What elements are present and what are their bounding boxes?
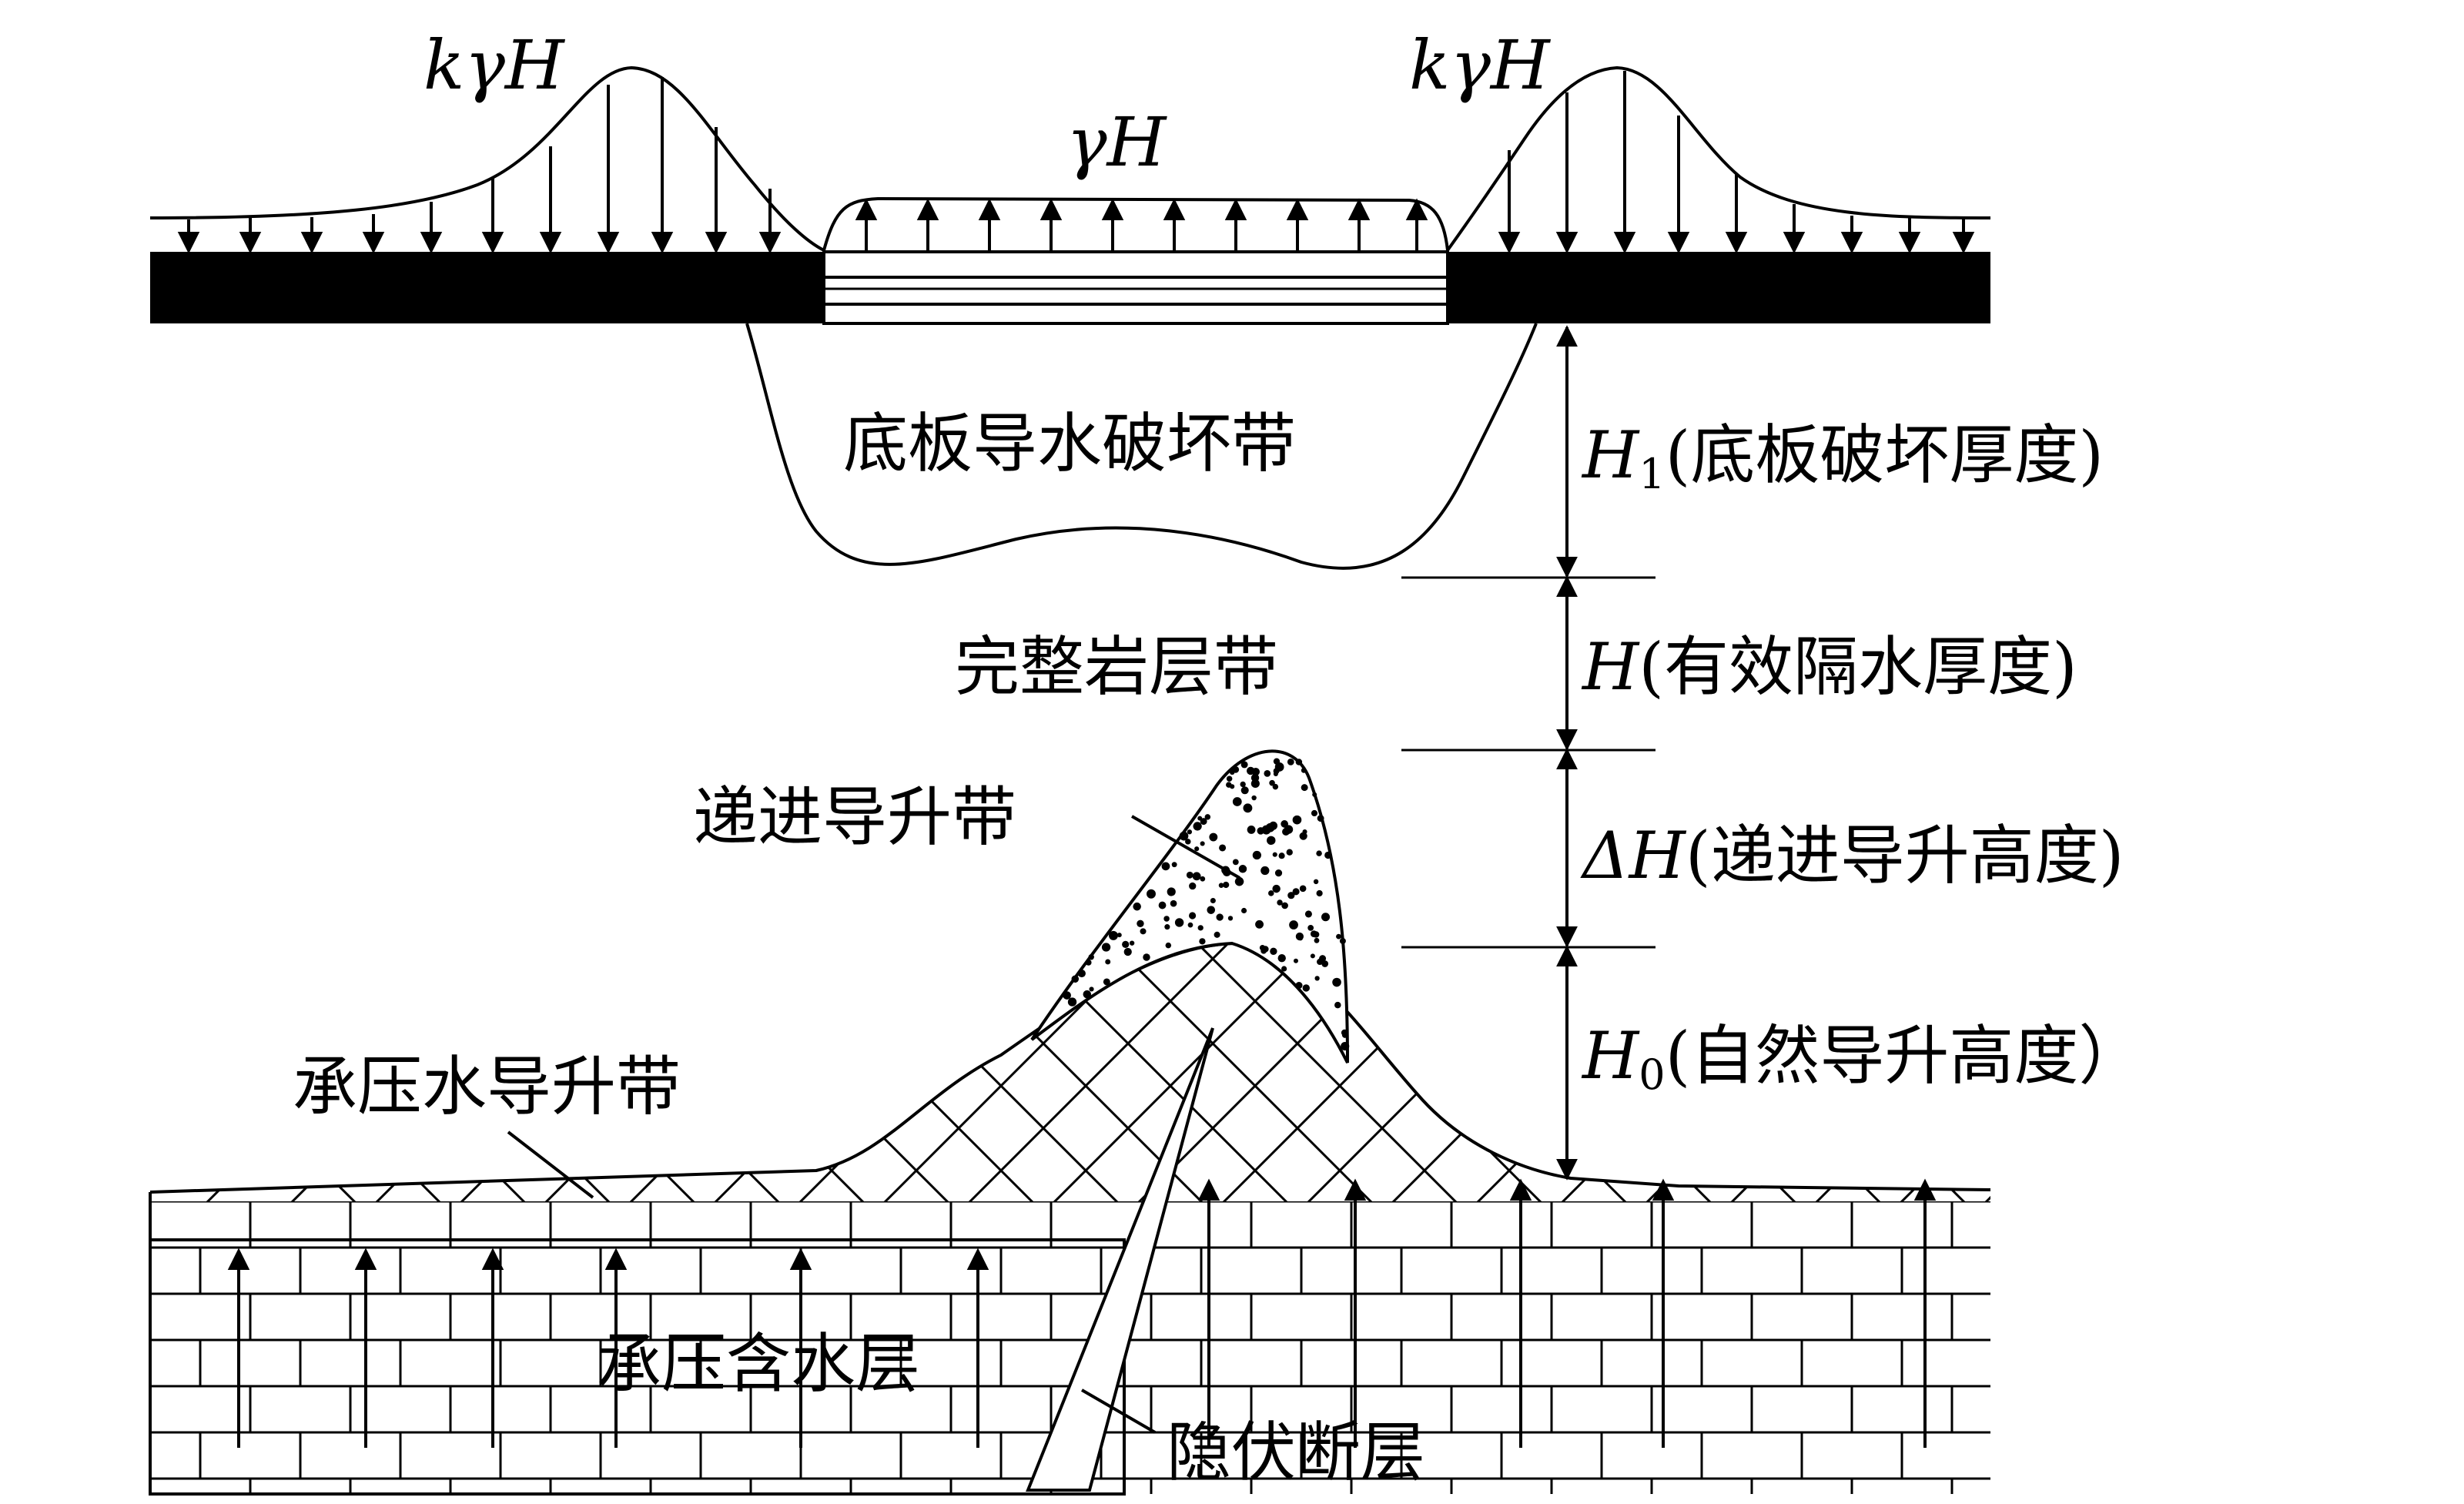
floor-failure-zone-boundary	[745, 323, 1538, 570]
floor-failure-zone-label: 底板导水破坏带	[843, 406, 1296, 481]
aquifer-upward-arrows	[227, 1178, 1937, 1448]
abutment-pressure-curves	[149, 65, 1991, 252]
right-peak-load-label: kγH	[1409, 25, 1552, 105]
load-arrows	[177, 71, 1975, 254]
progressive-rise-zone-label: 递进导升带	[693, 779, 1016, 855]
confined-rise-band	[149, 941, 1991, 1494]
center-load-label: γH	[1066, 102, 1168, 182]
h0-dimension-label: H0(自然导升高度）	[1581, 1018, 2143, 1099]
hidden-fault	[1026, 1027, 1214, 1492]
hidden-fault-label: 隐伏断层	[1167, 1415, 1425, 1490]
intact-rock-zone-label: 完整岩层带	[955, 629, 1278, 705]
delta-h-dimension-label: ΔH(递进导升高度)	[1580, 818, 2124, 893]
coal-seam	[150, 250, 1990, 325]
dimension-lines	[1401, 325, 1656, 1181]
h-dimension-label: H(有效隔水厚度)	[1581, 629, 2077, 705]
left-peak-load-label: kγH	[424, 25, 566, 105]
confined-rise-zone-label: 承压水导升带	[293, 1049, 681, 1124]
leader-lines	[507, 815, 1240, 1434]
aquifer-label: 承压含水层	[597, 1326, 920, 1402]
h1-dimension-label: H1(底板破坏厚度)	[1581, 417, 2104, 498]
